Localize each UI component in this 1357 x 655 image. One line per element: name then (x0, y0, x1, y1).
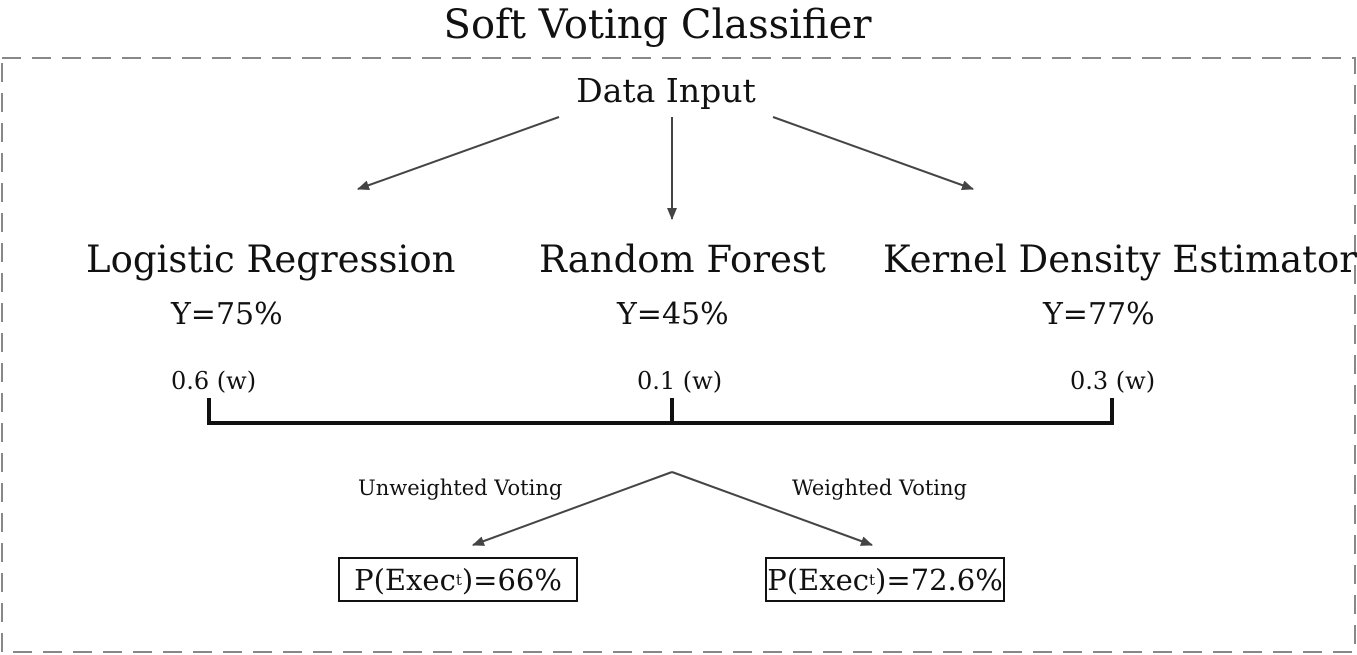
unweighted-result-prefix: P(Exec (354, 562, 456, 597)
weighted-result-suffix: )=72.6% (875, 562, 1003, 597)
model-accuracy-random-forest: Y=45% (617, 297, 729, 332)
dashed-container-border (1, 57, 1356, 653)
weighted-result-prefix: P(Exec (767, 562, 869, 597)
model-name-kernel-density-estimator: Kernel Density Estimator (883, 238, 1357, 281)
arrow-input-to-kernel-density-estimator (772, 116, 974, 190)
arrow-to-unweighted-result (472, 471, 673, 546)
diagram-title: Soft Voting Classifier (443, 2, 872, 48)
unweighted-result-suffix: )=66% (461, 562, 562, 597)
weighted-voting-label: Weighted Voting (792, 476, 967, 500)
model-weight-logistic-regression: 0.6 (w) (171, 367, 257, 395)
combining-bracket (207, 398, 1114, 425)
model-accuracy-kernel-density-estimator: Y=77% (1043, 297, 1155, 332)
arrow-input-to-logistic-regression (357, 116, 560, 190)
model-name-logistic-regression: Logistic Regression (86, 238, 456, 281)
data-input-label: Data Input (576, 71, 756, 110)
unweighted-voting-label: Unweighted Voting (358, 476, 563, 500)
arrow-to-weighted-result (671, 471, 873, 546)
model-name-random-forest: Random Forest (539, 238, 826, 281)
model-accuracy-logistic-regression: Y=75% (171, 297, 283, 332)
model-weight-random-forest: 0.1 (w) (637, 367, 723, 395)
model-weight-kernel-density-estimator: 0.3 (w) (1070, 367, 1156, 395)
